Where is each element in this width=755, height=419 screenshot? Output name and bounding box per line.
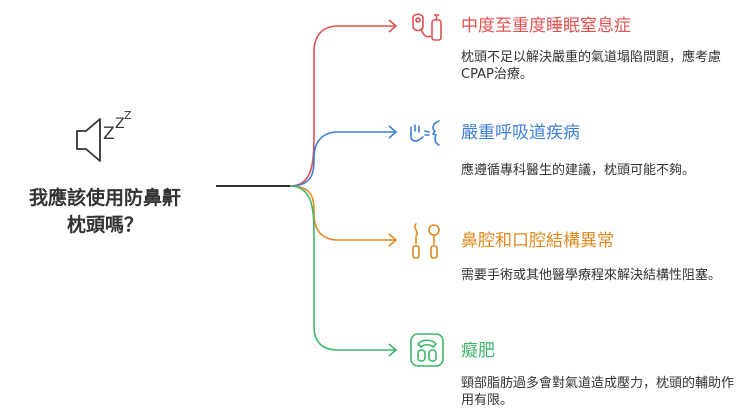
- branch-title-osa: 中度至重度睡眠窒息症: [461, 16, 631, 36]
- arrow-head-green: [388, 343, 398, 357]
- surgical-tools-icon: [412, 223, 440, 259]
- branch-title-structural: 鼻腔和口腔結構異常: [461, 231, 614, 251]
- svg-text:Z: Z: [124, 109, 132, 122]
- branch-title-respiratory: 嚴重呼吸道疾病: [461, 123, 580, 143]
- branch-title-obesity: 癡肥: [461, 341, 495, 361]
- branch-desc-osa: 枕頭不足以解決嚴重的氣道塌陷問題，應考慮CPAP治療。: [461, 50, 722, 82]
- weight-scale-icon: [410, 333, 444, 367]
- cpap-mask-icon: [412, 13, 442, 41]
- breathing-face-icon: [410, 120, 440, 146]
- arrow-head-blue: [388, 125, 398, 139]
- branch-line-orange: [289, 185, 395, 241]
- branch-line-green: [289, 185, 395, 351]
- arrow-head-red: [388, 19, 398, 33]
- question-line-1: 我應該使用防鼻鼾: [28, 187, 181, 209]
- question-line-2: 枕頭嗎？: [66, 214, 143, 236]
- branch-desc-respiratory: 應遵循專科醫生的建議，枕頭可能不夠。: [461, 163, 696, 178]
- branch-desc-structural: 需要手術或其他醫學療程來解決結構性阻塞。: [461, 268, 722, 283]
- svg-text:Z: Z: [115, 116, 125, 132]
- branch-line-blue: [289, 131, 395, 187]
- speaker-snore-icon: Z Z Z: [76, 109, 132, 162]
- branch-desc-obesity: 頸部脂肪過多會對氣道造成壓力，枕頭的輔助作用有限。: [461, 376, 735, 408]
- arrow-head-orange: [388, 233, 398, 247]
- svg-text:Z: Z: [103, 124, 115, 144]
- branch-line-red: [289, 25, 395, 187]
